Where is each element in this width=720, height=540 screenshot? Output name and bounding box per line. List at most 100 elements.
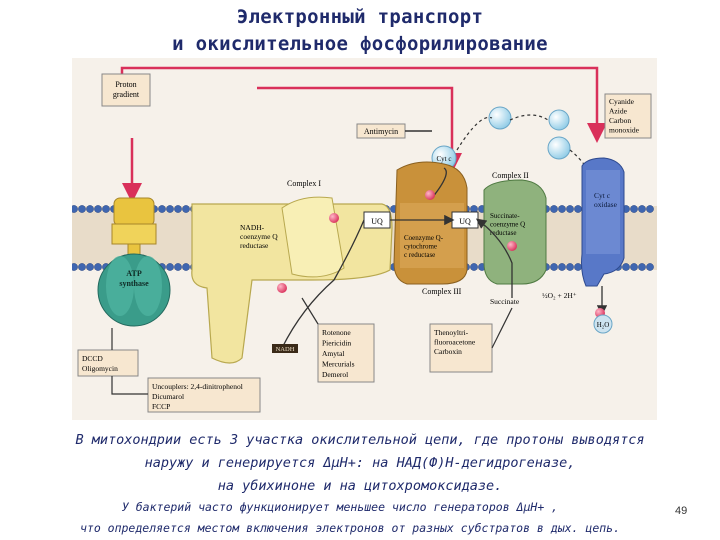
- electron-path-3: [431, 167, 447, 199]
- inhibitor-dot: [277, 283, 287, 293]
- lipid-head: [72, 205, 78, 213]
- lipid-head: [550, 205, 558, 213]
- page-number: 49: [675, 505, 688, 517]
- complex3-label: Complex III: [422, 287, 462, 296]
- nadh-tag: [272, 344, 298, 353]
- atp-synthase-label: ATP: [126, 269, 142, 278]
- uncouplers-connector: [111, 376, 148, 395]
- succinate-label: Succinate: [490, 297, 520, 306]
- caption-line-4: У бактерий часто функционирует меньшее ч…: [121, 500, 559, 514]
- cytc-ball-4: [548, 109, 570, 131]
- inhibitor-dot: [329, 213, 339, 223]
- title-line-2: и окислительное фосфорилирование: [172, 33, 548, 55]
- uncouplers-box-line: Dicumarol: [152, 392, 184, 401]
- cyanide-box-line: Cyanide: [609, 97, 635, 106]
- lipid-head: [94, 263, 102, 271]
- succinate-reductase-label: reductase: [490, 229, 516, 237]
- complex1-label: Complex I: [287, 179, 321, 188]
- atp-synthase-label: synthase: [119, 279, 149, 288]
- lipid-head: [182, 263, 190, 271]
- dccd-box-line: Oligomycin: [82, 364, 118, 373]
- coq-reductase-label: Coenzyme Q-: [404, 234, 444, 242]
- uq-label-2: UQ: [459, 217, 471, 226]
- caption-line-2: наружу и генерируется ΔμН+: на НАД(Ф)Н-д…: [144, 455, 576, 471]
- antimycin-label: Antimycin: [364, 127, 398, 136]
- dccd-box-line: DCCD: [82, 354, 103, 363]
- lipid-head: [102, 205, 110, 213]
- lipid-head: [638, 263, 646, 271]
- rotenone-connector: [301, 297, 319, 325]
- cytc-oxidase-label: Cyt c: [594, 191, 611, 200]
- rotenone-box-line: Demerol: [322, 370, 348, 379]
- lipid-head: [174, 263, 182, 271]
- title-line-1: Электронный транспорт: [236, 6, 484, 28]
- lipid-head: [470, 263, 478, 271]
- lipid-head: [646, 205, 654, 213]
- cytc-label: Cyt c: [437, 155, 452, 163]
- lipid-head: [558, 205, 566, 213]
- cytc-oxidase-label: oxidase: [594, 200, 618, 209]
- lipid-head: [166, 205, 174, 213]
- cyanide-box-line: Carbon: [609, 116, 631, 125]
- caption-line-1: В митохондрии есть 3 участка окислительн…: [75, 432, 645, 448]
- lipid-head: [94, 205, 102, 213]
- lipid-head: [646, 263, 654, 271]
- lipid-head: [78, 205, 86, 213]
- lipid-head: [72, 263, 78, 271]
- lipid-head: [574, 205, 582, 213]
- cyanide-box-line: Azide: [609, 107, 628, 116]
- cytc-path-1: [456, 116, 493, 151]
- rotenone-box-line: Mercurials: [322, 360, 355, 369]
- caption-line-3: на убихиноне и на цитохромоксидазе.: [217, 478, 503, 494]
- lipid-head: [166, 263, 174, 271]
- antimycin-box: Antimycin: [356, 123, 406, 139]
- lipid-head: [78, 263, 86, 271]
- uncouplers-box-line: Uncouplers: 2,4-dinitrophenol: [152, 382, 243, 391]
- coq-reductase-label: c reductase: [404, 251, 435, 259]
- lipid-head: [630, 263, 638, 271]
- cytc-ball-3: [547, 136, 571, 160]
- caption-line-5: что определяется местом включения электр…: [79, 521, 621, 535]
- nadh-reductase-label: coenzyme Q: [240, 232, 278, 241]
- proton-arrow-mid: [257, 86, 462, 173]
- succinate-reductase-label: coenzyme Q: [490, 221, 525, 229]
- lipid-head: [182, 205, 190, 213]
- thenoyl-connector: [491, 307, 513, 349]
- thenoyl-box-line: Thenoyltri-: [434, 328, 469, 337]
- lipid-head: [550, 263, 558, 271]
- inhibitor-dot: [507, 241, 517, 251]
- lipid-head: [630, 205, 638, 213]
- cytc-ball-2: [488, 106, 512, 130]
- o2-label: ½O₂ + 2H⁺: [542, 291, 577, 300]
- nadh-reductase-label: NADH-: [240, 223, 265, 232]
- coq-reductase-label: cytochrome: [404, 243, 437, 251]
- lipid-head: [622, 263, 630, 271]
- lipid-head: [566, 205, 574, 213]
- cyanide-box-line: monoxide: [609, 126, 640, 135]
- lipid-head: [86, 205, 94, 213]
- lipid-head: [174, 205, 182, 213]
- rotenone-box-line: Amytal: [322, 349, 345, 358]
- nadh-reductase-label: reductase: [240, 241, 269, 250]
- h2o-label: H₂O: [597, 321, 610, 329]
- lipid-head: [566, 263, 574, 271]
